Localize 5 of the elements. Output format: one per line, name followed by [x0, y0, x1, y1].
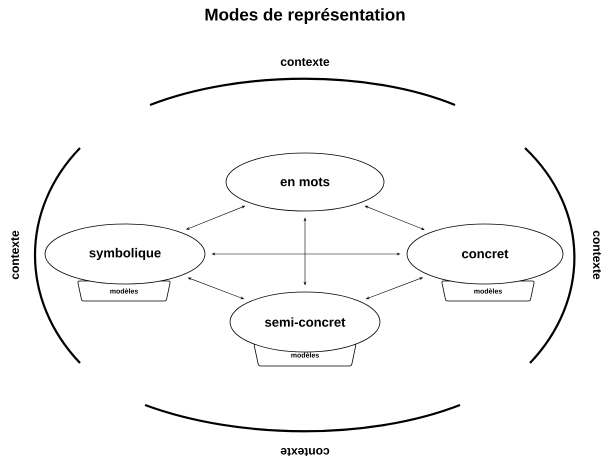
context-label: contexte: [280, 448, 330, 456]
context-label: contexte: [280, 58, 330, 66]
title: Modes de représentation: [206, 8, 405, 24]
context-label: contexte: [11, 230, 19, 280]
context-label: contexte: [593, 230, 601, 280]
